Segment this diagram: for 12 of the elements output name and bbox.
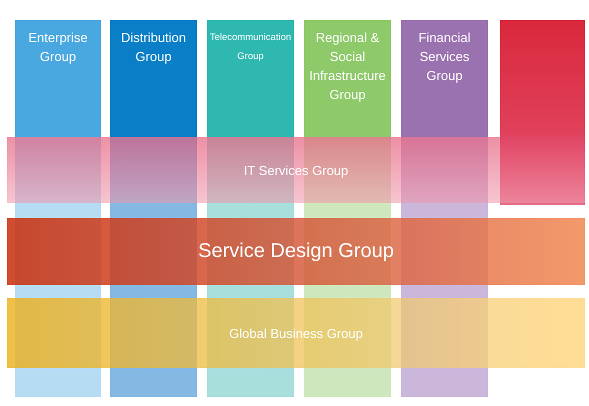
group-band [7, 137, 585, 203]
group-band [7, 298, 585, 368]
group-band [7, 218, 585, 285]
group-title: Enterprise Group [27, 29, 89, 66]
group-title: Distribution Group [120, 29, 188, 66]
group-title: Regional & Social Infrastructure Group [308, 29, 387, 104]
group-title: Financial Services Group [417, 29, 472, 85]
group-title: Service Design Group [198, 240, 394, 263]
group-title: Telecommunication Group [208, 31, 292, 64]
group-title: IT Services Group [244, 162, 348, 178]
group-title: Global Business Group [229, 326, 363, 340]
empty-column-bar [500, 20, 585, 205]
